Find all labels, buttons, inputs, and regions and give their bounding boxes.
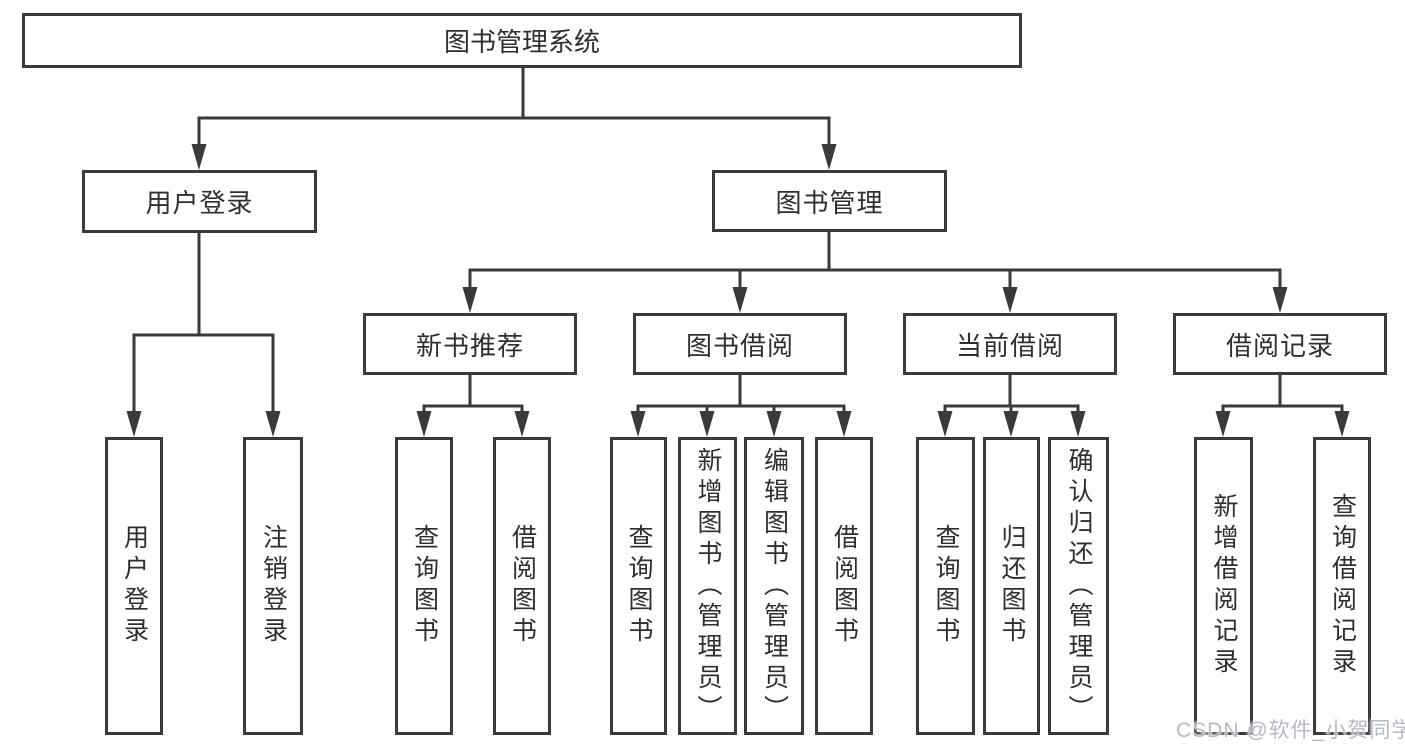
leaf-logout: 注销登录 — [243, 437, 303, 735]
leaf-return-books: 归还图书 — [983, 437, 1040, 735]
book-management-label: 图书管理 — [775, 187, 884, 218]
leaf-query-books-2: 查询图书 — [610, 437, 667, 735]
borrow-records-label: 借阅记录 — [1225, 330, 1334, 361]
leaf-add-borrow-record: 新增借阅记录 — [1194, 437, 1253, 735]
node-current-borrow: 当前借阅 — [903, 313, 1117, 375]
new-book-recommend-label: 新书推荐 — [415, 330, 524, 361]
leaf-edit-books-admin: 编辑图书（管理员） — [744, 437, 804, 735]
leaf-user-login: 用户登录 — [105, 437, 163, 735]
book-borrow-label: 图书借阅 — [685, 330, 794, 361]
leaf-confirm-return-admin: 确认归还（管理员） — [1048, 437, 1109, 735]
leaf-add-books-admin: 新增图书（管理员） — [678, 437, 737, 735]
root-label: 图书管理系统 — [443, 27, 600, 57]
current-borrow-label: 当前借阅 — [955, 330, 1064, 361]
node-book-management: 图书管理 — [712, 170, 947, 232]
node-borrow-records: 借阅记录 — [1173, 313, 1387, 375]
node-new-book-recommend: 新书推荐 — [363, 313, 577, 375]
node-library-management-system: 图书管理系统 — [22, 13, 1022, 68]
csdn-watermark: CSDN @软件_小贺同学 — [1176, 719, 1405, 742]
node-user-login: 用户登录 — [82, 170, 317, 233]
node-book-borrow: 图书借阅 — [633, 313, 847, 375]
leaf-query-borrow-record: 查询借阅记录 — [1313, 437, 1371, 735]
user-login-label: 用户登录 — [145, 188, 254, 218]
leaf-borrow-books-2: 借阅图书 — [815, 437, 873, 735]
leaf-query-books-3: 查询图书 — [916, 437, 975, 735]
leaf-borrow-books: 借阅图书 — [493, 437, 551, 735]
leaf-query-books: 查询图书 — [395, 437, 453, 735]
